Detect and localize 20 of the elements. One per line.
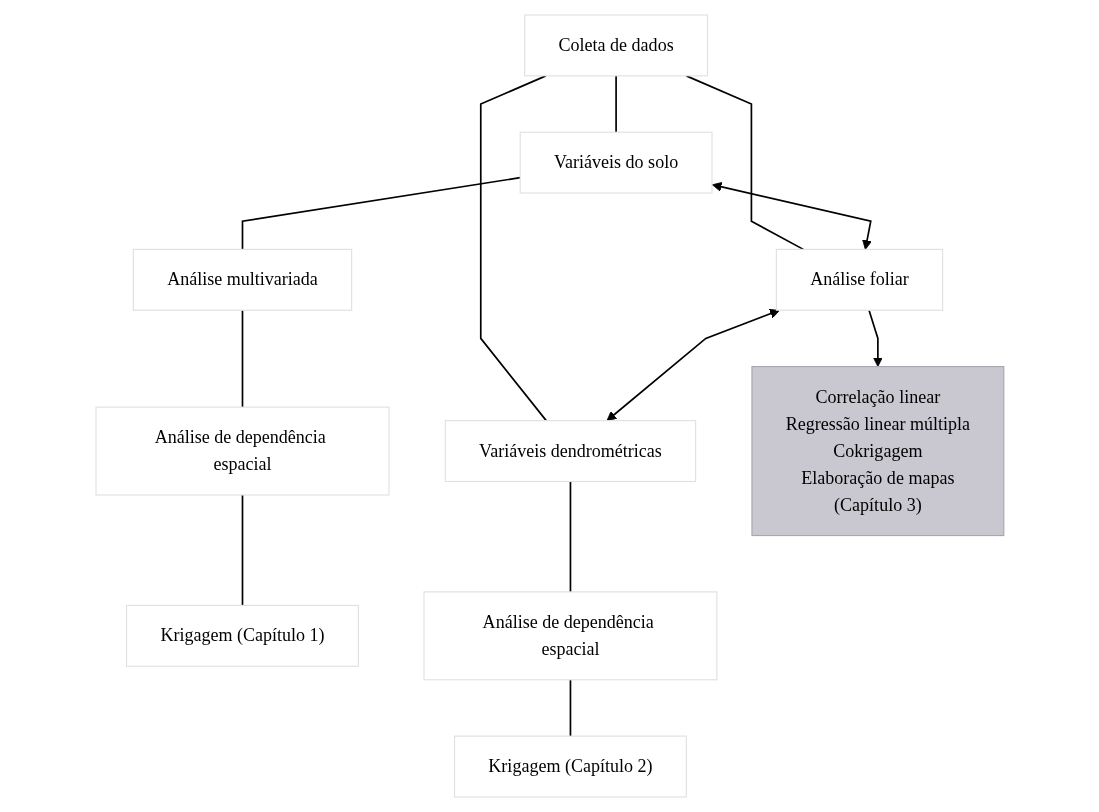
node-box: Variáveis do solo [519, 131, 713, 194]
node-box: Krigagem (Capítulo 2) [453, 735, 687, 798]
connector [241, 309, 243, 408]
connector [479, 75, 547, 422]
node-box: Coleta de dados [523, 14, 708, 77]
connector [241, 494, 243, 607]
node-box: Correlação linear Regressão linear múltipla Cokrigagem Elaboração de mapas (Capítulo 3) [751, 366, 1004, 537]
connector [569, 480, 571, 593]
node-box: Análise foliar [775, 248, 943, 311]
arrow [867, 309, 883, 367]
node-box: Krigagem (Capítulo 1) [125, 604, 359, 667]
node-box: Análise de dependência espacial [95, 406, 390, 496]
node-box: Análise multivariada [132, 248, 352, 311]
node-box: Análise de dependência espacial [423, 591, 718, 681]
connector [569, 678, 571, 737]
arrow [711, 181, 872, 250]
arrow [606, 308, 780, 422]
connector [685, 75, 804, 251]
connector [614, 75, 617, 134]
node-box: Variáveis dendrométricas [444, 420, 696, 483]
